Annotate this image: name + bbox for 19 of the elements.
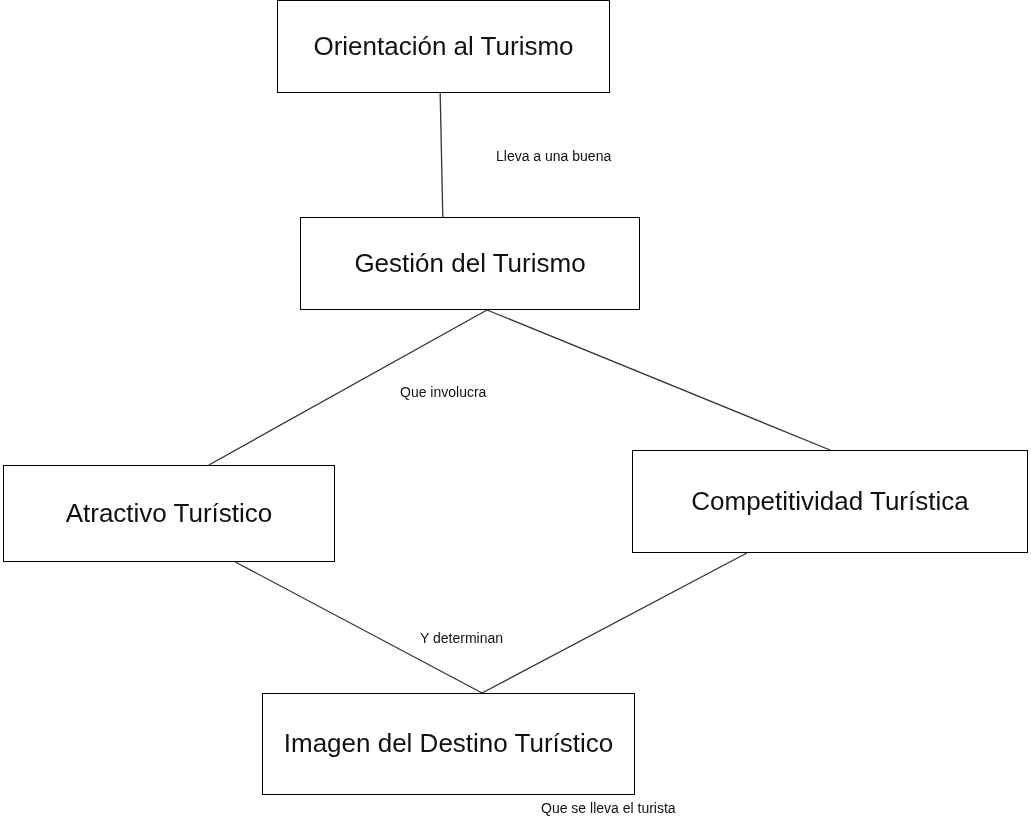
edge-label: Y determinan (418, 630, 505, 646)
process-box (632, 450, 1028, 553)
box-text: Atractivo Turístico (65, 497, 273, 530)
box-text: Imagen del Destino Turístico (283, 728, 614, 760)
connector-line (439, 92, 444, 218)
connector-line (208, 309, 488, 466)
connector-line (486, 309, 831, 451)
process-box (262, 693, 635, 795)
process-box (277, 0, 610, 93)
connector-line (234, 561, 483, 694)
box-text: Gestión del Turismo (354, 247, 586, 280)
box-text: Orientación al Turismo (313, 30, 574, 63)
process-box (300, 217, 640, 310)
process-box (3, 465, 335, 562)
node-caption: Que se lleva el turista (539, 800, 678, 816)
edge-label: Lleva a una buena (494, 148, 614, 164)
edge-label: Que involucra (398, 384, 489, 400)
connector-line (481, 552, 748, 694)
box-text: Competitividad Turística (691, 485, 969, 518)
